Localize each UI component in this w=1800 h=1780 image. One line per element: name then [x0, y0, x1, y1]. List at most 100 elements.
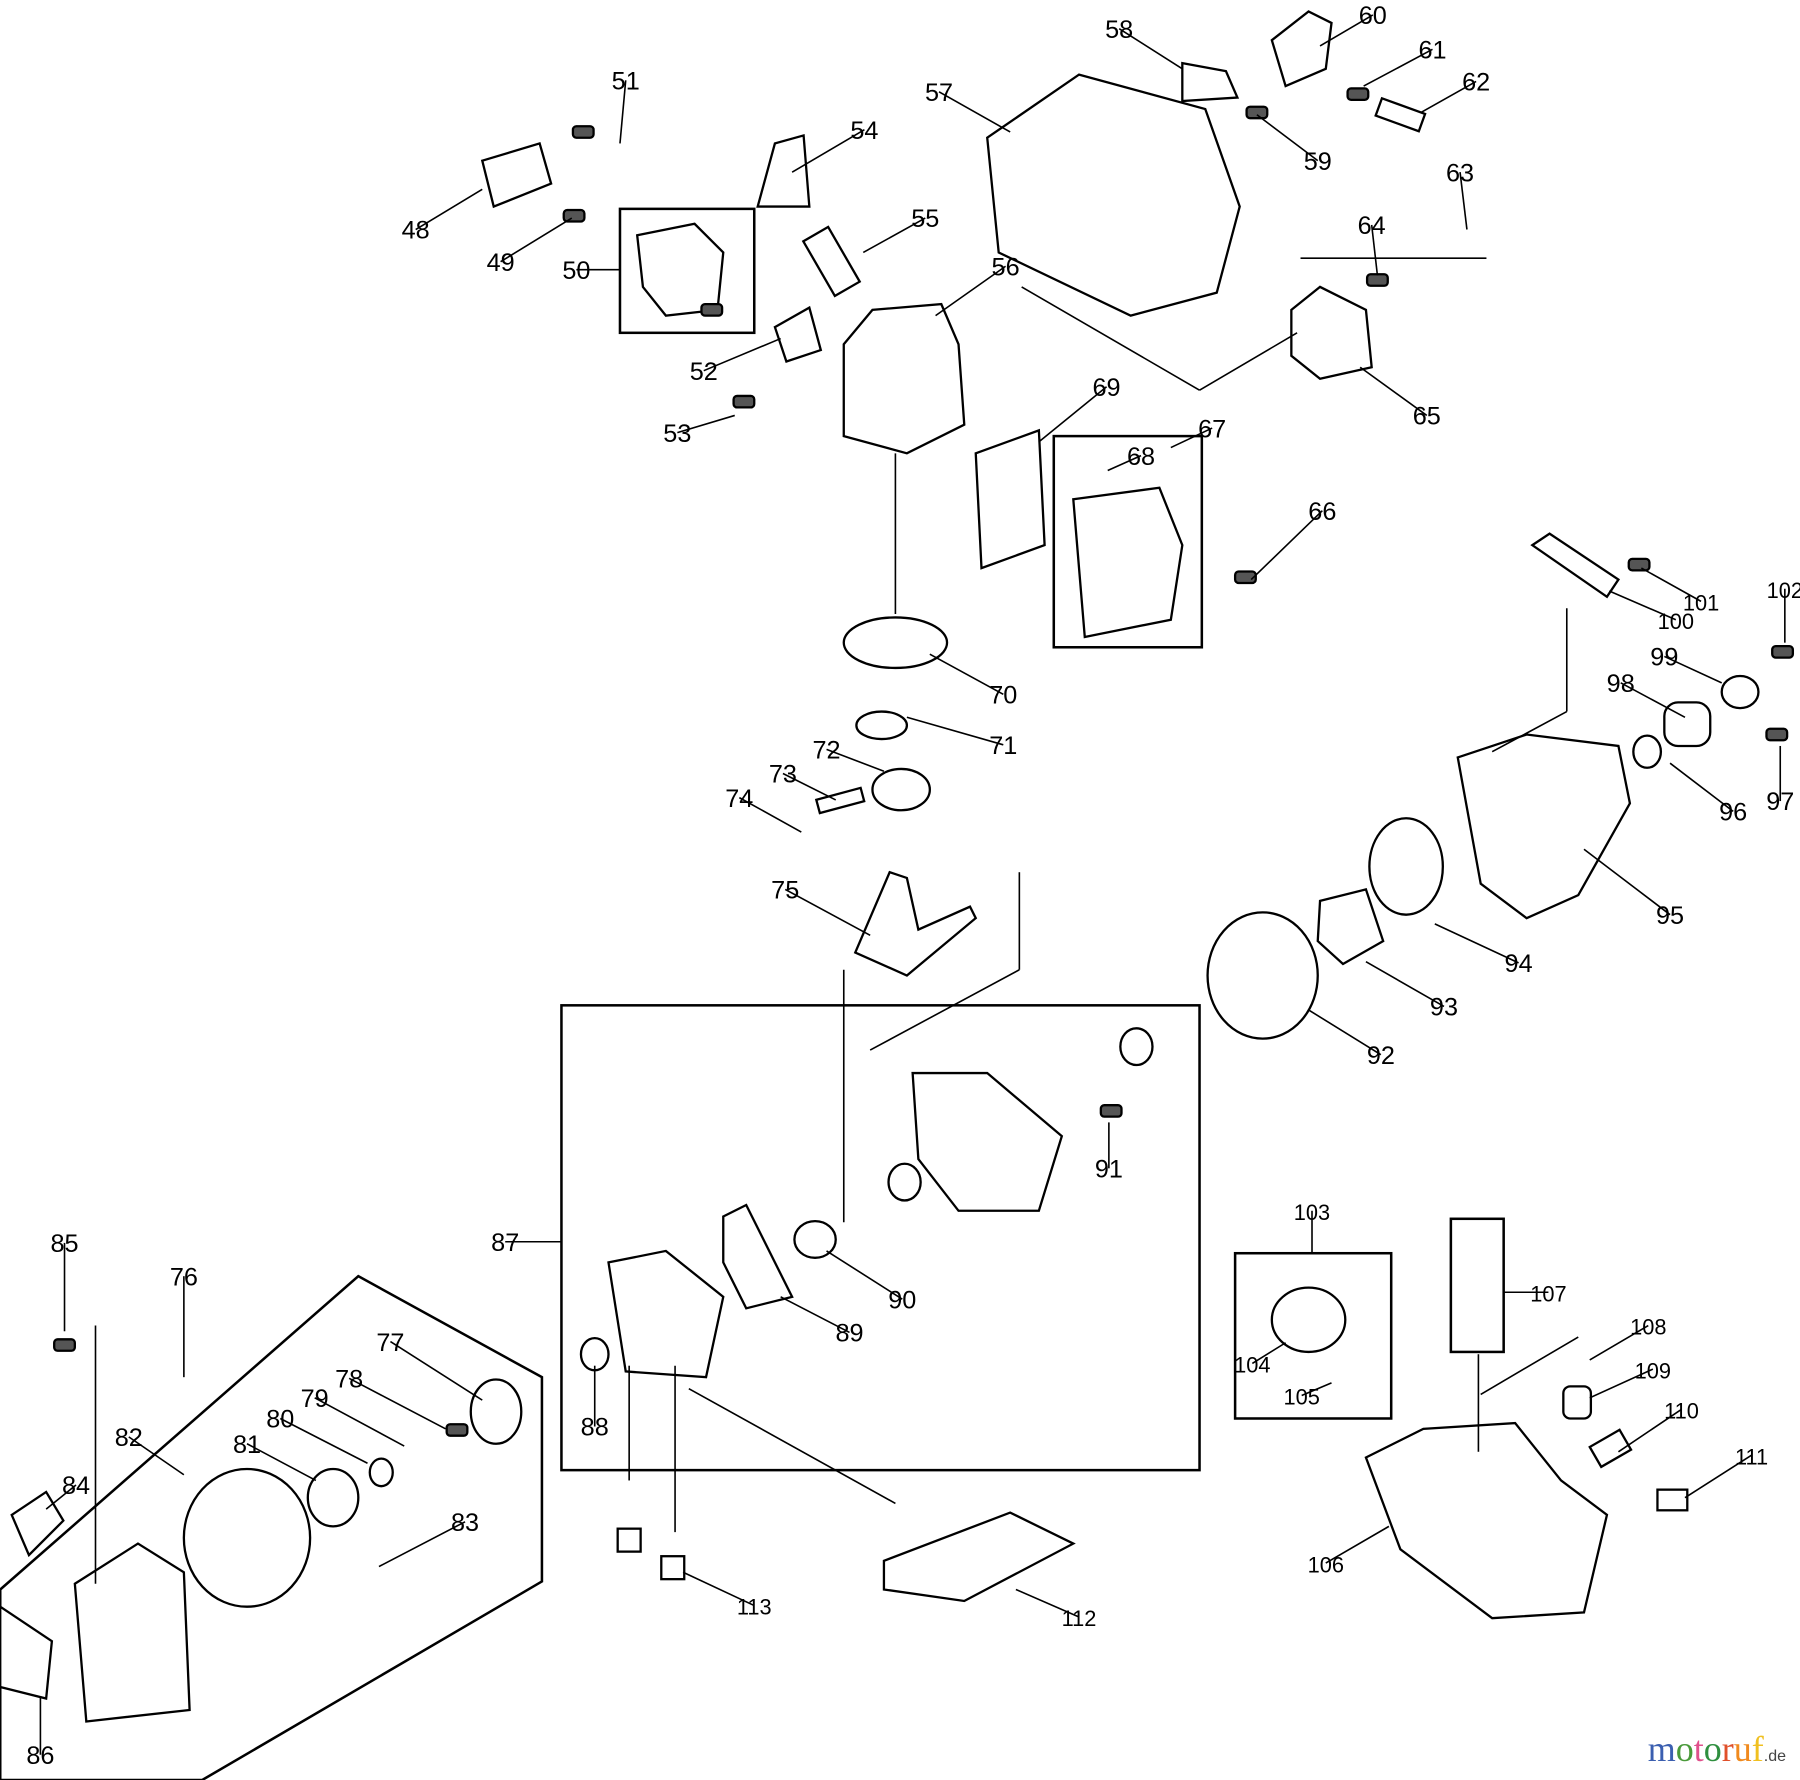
part-label-72[interactable]: 72 — [813, 737, 841, 765]
part-label-58[interactable]: 58 — [1105, 16, 1133, 44]
leader-line-65 — [1359, 366, 1428, 417]
part-label-78[interactable]: 78 — [335, 1366, 363, 1394]
connector-line — [1491, 710, 1568, 753]
part-label-110[interactable]: 110 — [1664, 1398, 1699, 1423]
leader-line-71 — [906, 716, 1004, 746]
leader-line-48 — [415, 188, 483, 231]
leader-line-105 — [1301, 1382, 1332, 1397]
part-label-103[interactable]: 103 — [1294, 1200, 1330, 1225]
part-label-90[interactable]: 90 — [888, 1286, 916, 1314]
leader-line-58 — [1118, 28, 1183, 70]
part-label-82[interactable]: 82 — [115, 1424, 143, 1452]
part-label-67[interactable]: 67 — [1198, 415, 1226, 443]
part-label-95[interactable]: 95 — [1656, 902, 1684, 930]
leader-line-79 — [314, 1397, 405, 1447]
leader-line-90 — [826, 1250, 903, 1300]
part-label-81[interactable]: 81 — [233, 1431, 261, 1459]
part-label-99[interactable]: 99 — [1650, 644, 1678, 672]
screw-icon — [1765, 727, 1789, 742]
part-label-77[interactable]: 77 — [376, 1329, 404, 1357]
part-label-105[interactable]: 105 — [1283, 1385, 1319, 1410]
part-label-48[interactable]: 48 — [402, 217, 430, 245]
ignition-coil-65 — [1290, 285, 1373, 380]
leader-line-94 — [1434, 923, 1519, 964]
part-label-98[interactable]: 98 — [1607, 670, 1635, 698]
connector-line — [1480, 1336, 1579, 1396]
part-label-108[interactable]: 108 — [1630, 1315, 1666, 1340]
part-label-62[interactable]: 62 — [1462, 69, 1490, 97]
part-label-100[interactable]: 100 — [1658, 609, 1694, 634]
part-label-66[interactable]: 66 — [1308, 498, 1336, 526]
part-label-70[interactable]: 70 — [989, 682, 1017, 710]
clutch-drum-94 — [1368, 817, 1444, 916]
part-label-79[interactable]: 79 — [301, 1385, 329, 1413]
part-label-76[interactable]: 76 — [170, 1263, 198, 1291]
part-label-74[interactable]: 74 — [725, 785, 753, 813]
plate-58 — [1181, 61, 1240, 103]
part-label-63[interactable]: 63 — [1446, 159, 1474, 187]
part-label-73[interactable]: 73 — [769, 761, 797, 789]
part-label-55[interactable]: 55 — [911, 205, 939, 233]
part-label-113[interactable]: 113 — [737, 1595, 772, 1620]
leader-line-78 — [348, 1377, 446, 1430]
part-label-89[interactable]: 89 — [835, 1320, 863, 1348]
part-label-107[interactable]: 107 — [1530, 1281, 1566, 1306]
part-label-88[interactable]: 88 — [581, 1414, 609, 1442]
box-103 — [1233, 1251, 1393, 1420]
part-label-111[interactable]: 111 — [1735, 1444, 1768, 1469]
part-label-93[interactable]: 93 — [1430, 994, 1458, 1022]
part-label-56[interactable]: 56 — [992, 253, 1020, 281]
connector-line — [1021, 286, 1200, 391]
part-label-52[interactable]: 52 — [690, 358, 718, 386]
part-label-101[interactable]: 101 — [1683, 591, 1719, 616]
leader-line-68 — [1107, 454, 1142, 472]
muffler-67 — [1072, 486, 1184, 639]
leader-line-69 — [1038, 386, 1108, 443]
part-label-104[interactable]: 104 — [1234, 1353, 1270, 1378]
part-label-86[interactable]: 86 — [26, 1742, 54, 1770]
part-label-80[interactable]: 80 — [266, 1406, 294, 1434]
box-87 — [560, 1004, 1201, 1472]
part-label-64[interactable]: 64 — [1358, 212, 1386, 240]
part-label-60[interactable]: 60 — [1359, 2, 1387, 30]
part-label-91[interactable]: 91 — [1095, 1155, 1123, 1183]
part-label-51[interactable]: 51 — [612, 68, 640, 96]
part-label-106[interactable]: 106 — [1308, 1552, 1344, 1577]
part-label-71[interactable]: 71 — [989, 732, 1017, 760]
part-label-109[interactable]: 109 — [1635, 1358, 1671, 1383]
part-label-84[interactable]: 84 — [62, 1472, 90, 1500]
part-label-54[interactable]: 54 — [850, 117, 878, 145]
piston-pin-73 — [814, 786, 866, 815]
part-label-87[interactable]: 87 — [491, 1229, 519, 1257]
part-label-59[interactable]: 59 — [1304, 148, 1332, 176]
part-label-83[interactable]: 83 — [451, 1509, 479, 1537]
screw-icon — [1233, 570, 1257, 585]
part-label-97[interactable]: 97 — [1766, 788, 1794, 816]
part-label-94[interactable]: 94 — [1505, 950, 1533, 978]
clutch-93 — [1316, 888, 1385, 966]
part-label-61[interactable]: 61 — [1418, 37, 1446, 65]
crankshaft-75 — [853, 870, 978, 977]
leader-line-72 — [826, 748, 885, 772]
part-label-102[interactable]: 102 — [1767, 578, 1800, 603]
part-label-57[interactable]: 57 — [925, 79, 953, 107]
part-label-112[interactable]: 112 — [1062, 1606, 1097, 1631]
part-label-69[interactable]: 69 — [1093, 374, 1121, 402]
part-label-85[interactable]: 85 — [50, 1230, 78, 1258]
part-label-65[interactable]: 65 — [1413, 403, 1441, 431]
wrench-100 — [1530, 532, 1621, 599]
leader-line-60 — [1319, 14, 1374, 47]
leader-line-49 — [500, 217, 573, 263]
spring-62 — [1374, 96, 1427, 133]
part-label-49[interactable]: 49 — [487, 249, 515, 277]
connector-line — [1199, 332, 1298, 391]
part-label-92[interactable]: 92 — [1367, 1042, 1395, 1070]
part-label-68[interactable]: 68 — [1127, 443, 1155, 471]
part-label-75[interactable]: 75 — [771, 877, 799, 905]
leader-line-108 — [1589, 1324, 1649, 1361]
part-label-53[interactable]: 53 — [663, 420, 691, 448]
leader-line-113 — [682, 1571, 755, 1607]
part-label-96[interactable]: 96 — [1719, 799, 1747, 827]
part-label-50[interactable]: 50 — [562, 257, 590, 285]
leader-line-64 — [1370, 224, 1379, 276]
